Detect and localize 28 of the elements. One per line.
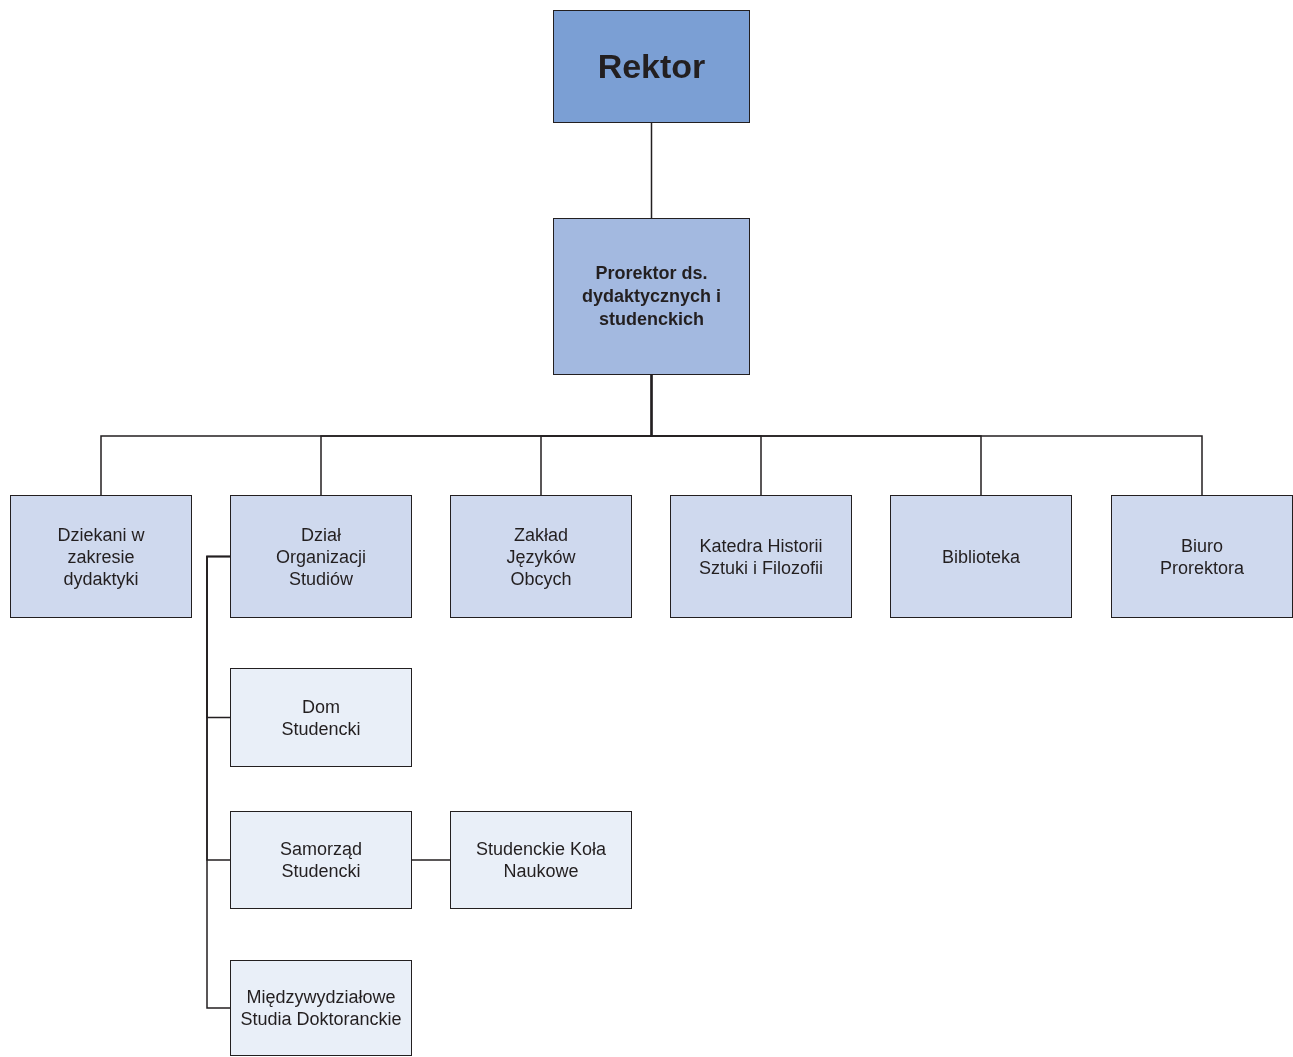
connector-line (650, 374, 1203, 496)
org-unit-box (230, 668, 412, 767)
unit-name: Dom Studencki (280, 695, 362, 740)
unit-name: Międzywydziałowe Studia Doktoranckie (239, 986, 403, 1030)
unit-name: Katedra Historii Sztuki i Filozofii (698, 534, 824, 579)
connector-line (411, 859, 451, 861)
unit-name: Biblioteka (941, 545, 1020, 568)
org-unit-box (230, 960, 412, 1056)
org-unit-box (553, 10, 750, 123)
unit-name: Zakład Języków Obcych (505, 523, 577, 590)
unit-name: Samorząd Studencki (278, 838, 363, 882)
unit-name: Prorektor ds. dydaktycznych i studenckich (580, 262, 723, 331)
org-unit-box (1111, 495, 1293, 618)
connector-line (206, 555, 231, 1009)
unit-name: Biuro Prorektora (1158, 534, 1245, 579)
org-unit-box (230, 495, 412, 618)
org-unit-box (553, 218, 750, 375)
connector-line (650, 122, 653, 219)
org-unit-box (230, 811, 412, 909)
org-unit-box (450, 811, 632, 909)
org-unit-box (10, 495, 192, 618)
org-unit-box (450, 495, 632, 618)
unit-name: Dziekani w zakresie dydaktyki (56, 523, 146, 590)
org-unit-box (670, 495, 852, 618)
unit-name: Studenckie Koła Naukowe (474, 838, 608, 882)
org-unit-box (890, 495, 1072, 618)
unit-name: Rektor (597, 46, 706, 87)
unit-name: Dział Organizacji Studiów (274, 523, 367, 590)
